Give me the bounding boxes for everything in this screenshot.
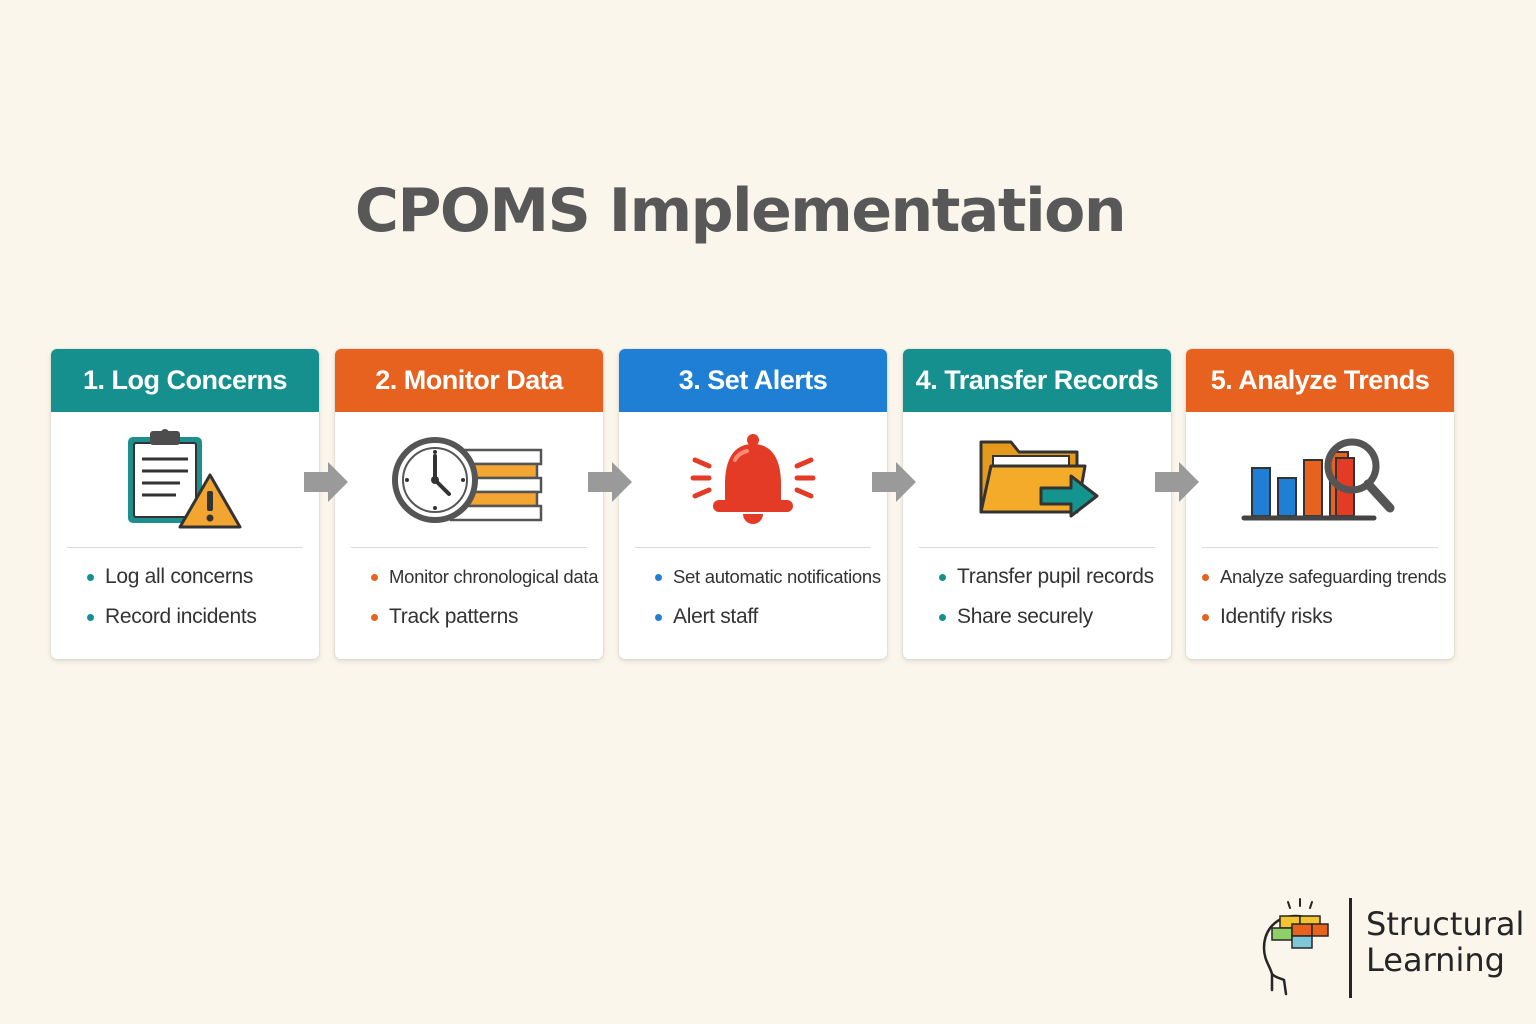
bullet-dot (655, 614, 662, 621)
bullet-text: Transfer pupil records (957, 565, 1154, 588)
list-item: Identify risks (1200, 602, 1454, 642)
bullet-dot (371, 614, 378, 621)
bullet-dot (1202, 574, 1209, 581)
list-item: Share securely (937, 602, 1171, 642)
bullet-dot (371, 574, 378, 581)
step-divider (635, 547, 871, 548)
bullet-dot (655, 574, 662, 581)
step-bullets-2: Monitor chronological data Track pattern… (335, 548, 603, 642)
bullet-text: Share securely (957, 605, 1093, 628)
page-title: CPOMS Implementation (354, 176, 1127, 246)
logo-divider (1349, 898, 1352, 998)
bullet-text: Record incidents (105, 605, 257, 628)
step-divider (919, 547, 1155, 548)
list-item: Track patterns (369, 602, 603, 642)
bullet-dot (87, 614, 94, 621)
list-item: Record incidents (85, 602, 319, 642)
folder-transfer-icon (903, 412, 1171, 547)
step-divider (67, 547, 303, 548)
bullet-dot (87, 574, 94, 581)
bullet-dot (939, 574, 946, 581)
bullet-text: Log all concerns (105, 565, 254, 588)
clipboard-warning-icon (51, 412, 319, 547)
step-bullets-5: Analyze safeguarding trends Identify ris… (1186, 548, 1454, 642)
step-bullets-1: Log all concerns Record incidents (51, 548, 319, 642)
step-header-1: 1. Log Concerns (51, 349, 319, 412)
arrow-right-icon (304, 462, 348, 502)
chart-magnifier-icon (1186, 412, 1454, 547)
bullet-dot (1202, 614, 1209, 621)
clock-records-icon (335, 412, 603, 547)
step-header-3: 3. Set Alerts (619, 349, 887, 412)
logo-line-1: Structural (1366, 905, 1525, 943)
step-card-4: 4. Transfer Records Transfer pupil recor… (903, 349, 1171, 659)
bullet-text: Track patterns (389, 605, 519, 628)
step-card-3: 3. Set Alerts Set automatic notification… (619, 349, 887, 659)
list-item: Analyze safeguarding trends (1200, 562, 1454, 602)
arrow-right-icon (872, 462, 916, 502)
logo-line-2: Learning (1366, 941, 1505, 979)
logo-wordmark: Structural Learning (1366, 906, 1524, 978)
head-blocks-icon (1262, 898, 1329, 996)
step-divider (1202, 547, 1438, 548)
arrow-right-icon (1155, 462, 1199, 502)
step-card-1: 1. Log Concerns Log all concerns Record … (51, 349, 319, 659)
step-bullets-3: Set automatic notifications Alert staff (619, 548, 887, 642)
step-header-2: 2. Monitor Data (335, 349, 603, 412)
bullet-text: Analyze safeguarding trends (1220, 566, 1447, 587)
bullet-text: Identify risks (1220, 605, 1333, 628)
list-item: Transfer pupil records (937, 562, 1171, 602)
bullet-dot (939, 614, 946, 621)
step-header-5: 5. Analyze Trends (1186, 349, 1454, 412)
alert-bell-icon (619, 412, 887, 547)
step-card-5: 5. Analyze Trends Analyze safeguarding t… (1186, 349, 1454, 659)
bullet-text: Alert staff (673, 605, 759, 628)
step-divider (351, 547, 587, 548)
list-item: Alert staff (653, 602, 887, 642)
bullet-text: Monitor chronological data (389, 566, 599, 587)
arrow-right-icon (588, 462, 632, 502)
step-card-2: 2. Monitor Data Monitor chronological da… (335, 349, 603, 659)
list-item: Set automatic notifications (653, 562, 887, 602)
step-bullets-4: Transfer pupil records Share securely (903, 548, 1171, 642)
list-item: Monitor chronological data (369, 562, 603, 602)
step-header-4: 4. Transfer Records (903, 349, 1171, 412)
bullet-text: Set automatic notifications (673, 566, 881, 587)
list-item: Log all concerns (85, 562, 319, 602)
